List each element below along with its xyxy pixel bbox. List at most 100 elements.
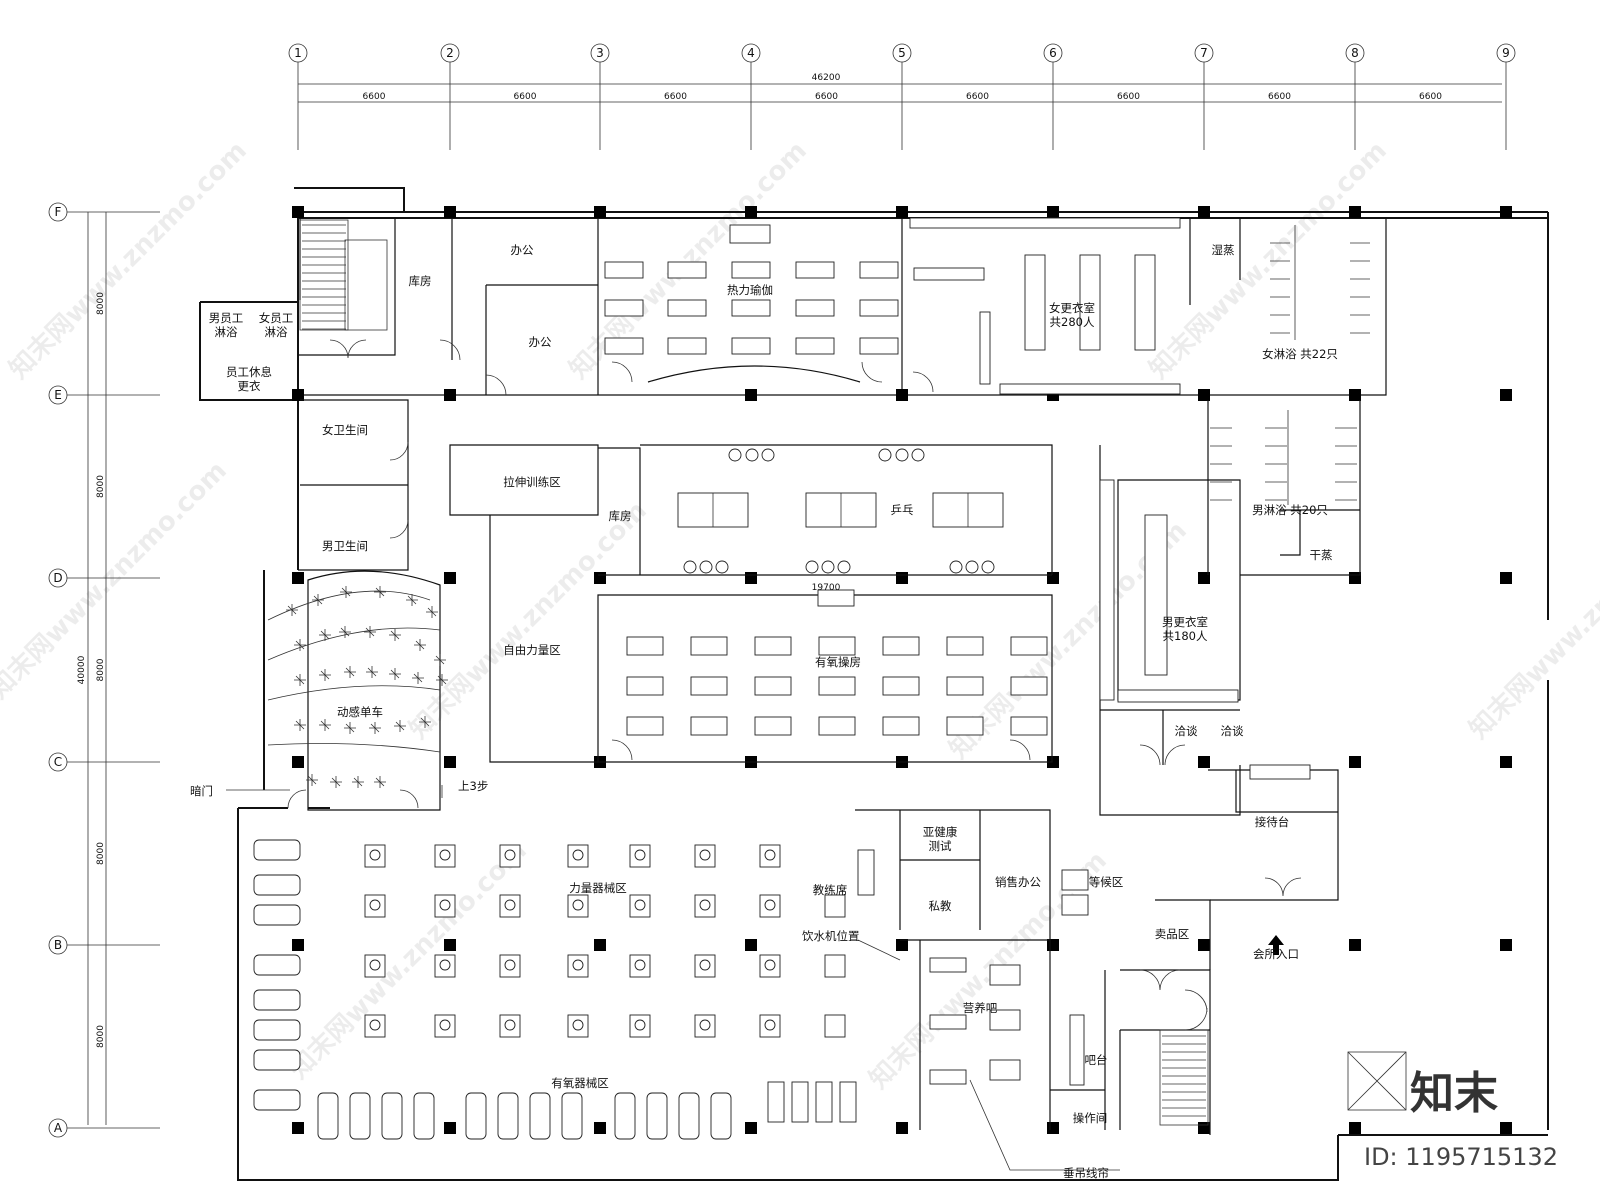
label-negotiation-2: 洽谈 bbox=[1221, 724, 1244, 738]
structural-column bbox=[1047, 572, 1059, 584]
label-womens-toilet: 女卫生间 bbox=[322, 423, 368, 437]
label-club-entrance: 会所入口 bbox=[1253, 947, 1299, 961]
label-sales-office: 销售办公 bbox=[995, 875, 1041, 889]
yoga-mat bbox=[604, 299, 644, 317]
chair bbox=[911, 448, 925, 462]
spin-bike bbox=[330, 776, 342, 788]
treadmill bbox=[253, 1089, 301, 1111]
image-id-text: ID: 1195715132 bbox=[1364, 1143, 1558, 1171]
label-waiting-area: 等候区 bbox=[1089, 875, 1124, 889]
treadmill bbox=[253, 839, 301, 861]
spin-bike bbox=[374, 586, 386, 598]
bay-depth-dimension: 8000 bbox=[96, 292, 106, 315]
structural-column bbox=[594, 572, 606, 584]
structural-column bbox=[1198, 756, 1210, 768]
label-staff-rest: 员工休息更衣 bbox=[226, 365, 272, 393]
column-axis-marker: 7 bbox=[1194, 43, 1214, 150]
strength-machine bbox=[759, 844, 781, 868]
label-retail-area: 卖品区 bbox=[1155, 927, 1190, 941]
aerobics-mat bbox=[690, 716, 728, 736]
aerobics-mats bbox=[626, 636, 1048, 736]
label-up-steps: 上3步 bbox=[458, 779, 488, 793]
treadmill bbox=[253, 1049, 301, 1071]
spin-bike bbox=[434, 654, 446, 666]
strength-machine bbox=[824, 894, 846, 918]
total-width-dimension: 46200 bbox=[812, 73, 841, 83]
label-office-2: 办公 bbox=[529, 335, 552, 349]
structural-column bbox=[444, 1122, 456, 1134]
label-storage-1: 库房 bbox=[409, 274, 432, 288]
strength-machine bbox=[434, 844, 456, 868]
spin-bike bbox=[352, 776, 364, 788]
structural-column bbox=[292, 756, 304, 768]
structural-column bbox=[1198, 939, 1210, 951]
chair bbox=[878, 448, 892, 462]
structural-column bbox=[1198, 572, 1210, 584]
structural-column bbox=[1047, 1122, 1059, 1134]
yoga-mat bbox=[795, 337, 835, 355]
chair bbox=[981, 560, 995, 574]
watermark-layer: 知末网www.znzmo.com 知末网www.znzmo.com 知末网www… bbox=[0, 136, 1600, 1095]
structural-column bbox=[745, 389, 757, 401]
aerobics-mat bbox=[626, 636, 664, 656]
structural-column bbox=[1500, 572, 1512, 584]
column-axis-label: 6 bbox=[1049, 46, 1057, 60]
label-nutrition-bar: 营养吧 bbox=[963, 1001, 998, 1015]
strength-machine bbox=[824, 1014, 846, 1038]
strength-machine bbox=[434, 1014, 456, 1038]
strength-machine bbox=[364, 844, 386, 868]
aerobics-mat bbox=[946, 716, 984, 736]
treadmill bbox=[529, 1092, 551, 1140]
label-reception: 接待台 bbox=[1255, 815, 1290, 829]
column-axis-label: 5 bbox=[898, 46, 906, 60]
watermark-text: 知末网www.znzmo.com bbox=[1464, 496, 1600, 745]
structural-column bbox=[1349, 389, 1361, 401]
spin-bike bbox=[294, 674, 306, 686]
treadmill bbox=[497, 1092, 519, 1140]
structural-column bbox=[444, 939, 456, 951]
spin-bike bbox=[339, 626, 351, 638]
treadmill bbox=[381, 1092, 403, 1140]
bay-width-dimension: 6600 bbox=[363, 92, 386, 102]
strength-machine bbox=[824, 954, 846, 978]
spin-bike bbox=[369, 722, 381, 734]
treadmill bbox=[646, 1092, 668, 1140]
strength-machine bbox=[364, 954, 386, 978]
treadmill bbox=[253, 904, 301, 926]
strength-machine bbox=[364, 894, 386, 918]
label-womens-locker: 女更衣室共280人 bbox=[1049, 301, 1095, 329]
bay-depth-dimension: 8000 bbox=[96, 658, 106, 681]
chair bbox=[745, 448, 759, 462]
structural-column bbox=[896, 389, 908, 401]
row-axis-marker: A bbox=[48, 1118, 160, 1138]
structural-column bbox=[292, 389, 304, 401]
strength-machine bbox=[567, 954, 589, 978]
yoga-mat bbox=[795, 261, 835, 279]
label-mens-toilet: 男卫生间 bbox=[322, 539, 368, 553]
watermark-text: 知末网www.znzmo.com bbox=[404, 496, 653, 745]
structural-column bbox=[896, 206, 908, 218]
strength-machine bbox=[629, 954, 651, 978]
yoga-mat bbox=[604, 337, 644, 355]
yoga-mat bbox=[731, 299, 771, 317]
spin-bike bbox=[319, 719, 331, 731]
column-axis-label: 1 bbox=[294, 46, 302, 60]
yoga-mat bbox=[795, 299, 835, 317]
strength-machine bbox=[434, 894, 456, 918]
strength-machine bbox=[629, 894, 651, 918]
row-axis-marker: E bbox=[48, 385, 160, 405]
structural-column bbox=[1047, 756, 1059, 768]
treadmill bbox=[561, 1092, 583, 1140]
structural-column bbox=[1349, 939, 1361, 951]
spin-bike bbox=[319, 629, 331, 641]
treadmill bbox=[253, 954, 301, 976]
spin-bike bbox=[436, 674, 448, 686]
chair bbox=[895, 448, 909, 462]
label-negotiation-1: 洽谈 bbox=[1175, 724, 1198, 738]
strength-machine bbox=[694, 954, 716, 978]
bay-depth-dimension: 8000 bbox=[96, 475, 106, 498]
bay-depth-dimension: 8000 bbox=[96, 1025, 106, 1048]
bay-width-dimension: 6600 bbox=[966, 92, 989, 102]
